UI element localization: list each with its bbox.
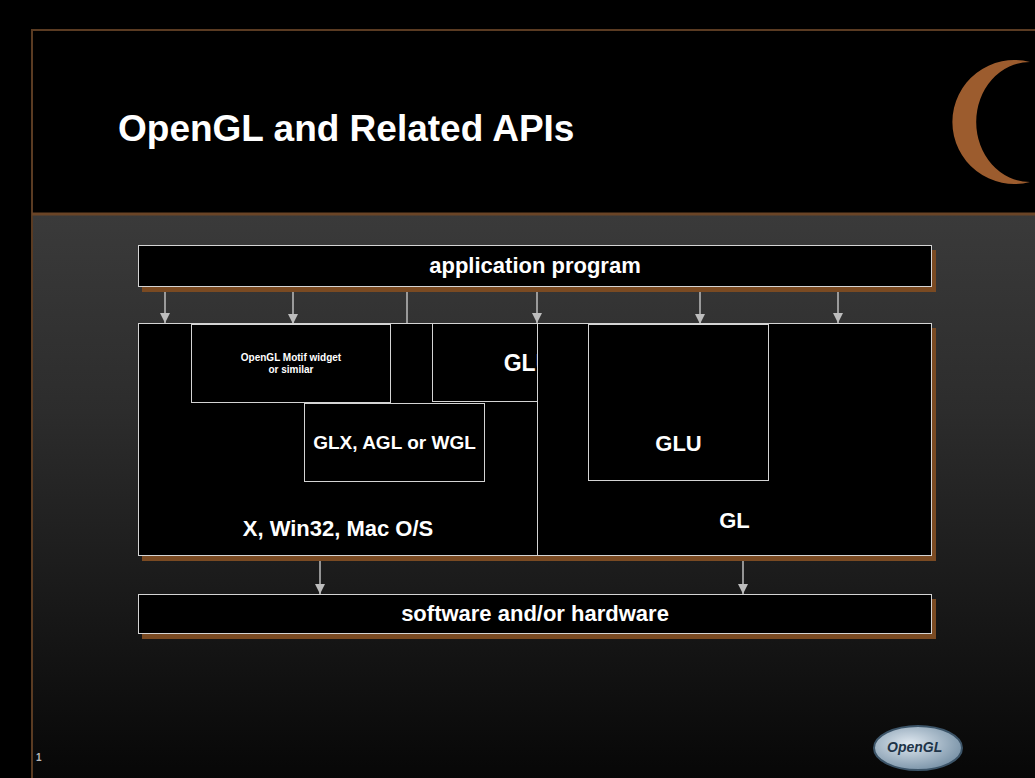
api-call-arrow [699, 292, 701, 324]
node-label: GLX, AGL or WGL [313, 432, 476, 454]
application-box: application program [138, 245, 932, 287]
opengl-logo [874, 726, 962, 770]
node-label: application program [429, 253, 640, 278]
slide-title: OpenGL and Related APIs [118, 108, 574, 150]
gl-region: GL GLU [537, 323, 932, 556]
slide-frame [32, 30, 1035, 778]
moon-crescent [952, 60, 1030, 184]
api-call-arrow [742, 561, 744, 594]
glue-box: GLX, AGL or WGL [304, 403, 485, 482]
hardware-box: software and/or hardware [138, 594, 932, 634]
node-label: GLU [655, 431, 701, 456]
node-label: OpenGL Motif widget or similar [236, 352, 346, 375]
slide-number: 1 [36, 752, 42, 763]
glu-box: GLU [588, 324, 769, 481]
api-call-arrow [164, 292, 166, 323]
node-label: GL [719, 508, 750, 533]
node-label: software and/or hardware [401, 601, 669, 626]
api-call-arrow [292, 292, 294, 324]
api-call-arrow [837, 292, 839, 323]
api-call-arrow [319, 561, 321, 594]
node-label: X, Win32, Mac O/S [243, 516, 434, 541]
content-panel [32, 215, 1035, 778]
widget-box: OpenGL Motif widget or similar [191, 324, 391, 403]
api-call-arrow [536, 292, 538, 323]
logo-text: OpenGL [887, 739, 942, 755]
title-rule [32, 213, 1035, 216]
